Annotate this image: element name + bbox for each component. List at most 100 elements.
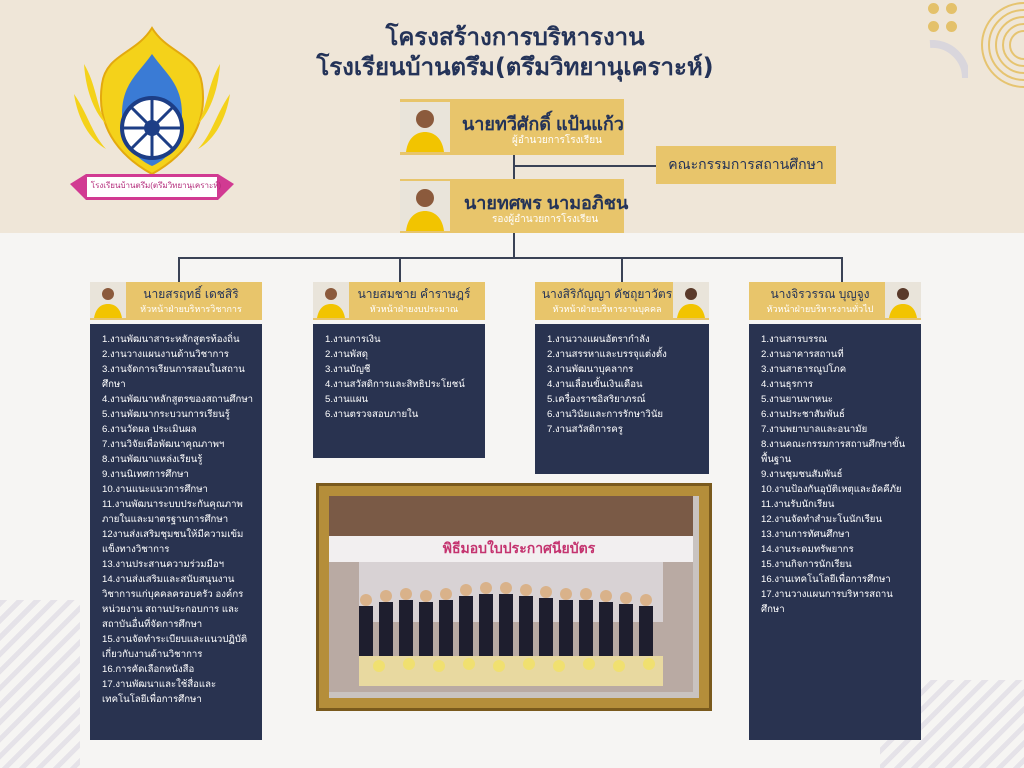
dept-budget-header: นายสมชาย คำราษฎร์ หัวหน้าฝ่ายงบประมาณ xyxy=(313,282,485,320)
person-avatar-icon xyxy=(313,282,349,318)
task-item: 7.งานวิจัยเพื่อพัฒนาคุณภาพฯ xyxy=(102,439,225,450)
deputy-role: รองผู้อำนวยการโรงเรียน xyxy=(492,214,599,225)
decor-arcs-gold xyxy=(981,2,1024,88)
task-item: 16.งานเทคโนโลยีเพื่อการศึกษา xyxy=(761,574,891,585)
dept-general-header: นางจิรวรรณ บุญจูง หัวหน้าฝ่ายบริหารงานทั… xyxy=(749,282,921,320)
task-item: 15.งานกิจการนักเรียน xyxy=(761,559,852,570)
task-item: 11.งานพัฒนาระบบประกันคุณภาพภายในและมาตรฐ… xyxy=(102,499,243,525)
dept-general-photo xyxy=(885,282,921,318)
task-item: 3.งานบัญชี xyxy=(325,364,371,375)
decor-arc-grey xyxy=(929,40,968,79)
title-line-1: โครงสร้างการบริหารงาน xyxy=(385,23,645,51)
dept-personnel-header: นางสิริกัญญา ดัชถุยาวัตร หัวหน้าฝ่ายบริห… xyxy=(535,282,709,320)
task-item: 1.งานพัฒนาสาระหลักสูตรท้องถิ่น xyxy=(102,334,240,345)
task-item: 2.งานวางแผนงานด้านวิชาการ xyxy=(102,349,229,360)
person-avatar-icon xyxy=(90,282,126,318)
graduation-photo-icon xyxy=(329,496,693,692)
task-item: 5.งานยานพาหนะ xyxy=(761,394,833,405)
task-item: 5.เครื่องราชอิสริยาภรณ์ xyxy=(547,394,646,405)
task-item: 3.งานสาธารณูปโภค xyxy=(761,364,847,375)
task-item: 12.งานจัดทำสำมะโนนักเรียน xyxy=(761,514,882,525)
task-item: 12งานส่งเสริมชุมชนให้มีความเข้มแข็งทางวิ… xyxy=(102,529,244,555)
task-item: 2.งานสรรหาและบรรจุแต่งตั้ง xyxy=(547,349,667,360)
decor-stripes-left xyxy=(0,600,80,768)
task-item: 8.งานพัฒนาแหล่งเรียนรู้ xyxy=(102,454,203,465)
person-avatar-icon xyxy=(400,102,450,152)
dept-general-tasks: 1.งานสารบรรณ 2.งานอาคารสถานที่ 3.งานสาธารณ… xyxy=(749,324,921,740)
task-item: 17.งานวางแผนการบริหารสถานศึกษา xyxy=(761,589,893,615)
committee-box: คณะกรรมการสถานศึกษา xyxy=(656,146,836,184)
task-item: 17.งานพัฒนาและใช้สื่อและเทคโนโลยีเพื่อกา… xyxy=(102,679,217,705)
deputy-box: นายทศพร นามอภิชน รองผู้อำนวยการโรงเรียน xyxy=(400,179,628,233)
task-item: 11.งานรับนักเรียน xyxy=(761,499,835,510)
dept-general-name: นางจิรวรรณ บุญจูง xyxy=(770,287,870,301)
dept-general-role: หัวหน้าฝ่ายบริหารงานทั่วไป xyxy=(766,304,874,314)
dept-personnel-photo xyxy=(673,282,709,318)
dept-academic-photo xyxy=(90,282,126,318)
school-logo xyxy=(70,26,234,200)
task-item: 5.งานพัฒนากระบวนการเรียนรู้ xyxy=(102,409,230,420)
task-item: 10.งานแนะแนวการศึกษา xyxy=(102,484,208,495)
task-item: 14.งานส่งเสริมและสนับสนุนงานวิชาการแก่บุ… xyxy=(102,574,244,630)
photo-banner: พิธีมอบใบประกาศนียบัตร xyxy=(442,540,596,556)
logo-ribbon xyxy=(70,174,234,200)
connector-director-deputy xyxy=(513,155,515,179)
deputy-name: นายทศพร นามอภิชน xyxy=(464,193,629,213)
task-item: 2.งานพัสดุ xyxy=(325,349,369,360)
task-item: 4.งานพัฒนาหลักสูตรของสถานศึกษา xyxy=(102,394,254,405)
person-avatar-icon xyxy=(885,282,921,318)
task-item: 1.งานสารบรรณ xyxy=(761,334,828,345)
task-item: 14.งานระดมทรัพยากร xyxy=(761,544,854,555)
dept-budget-role: หัวหน้าฝ่ายงบประมาณ xyxy=(369,304,459,314)
task-item: 3.งานพัฒนาบุคลากร xyxy=(547,364,634,375)
task-item: 1.งานวางแผนอัตรากำลัง xyxy=(547,334,650,345)
connector-dept-2 xyxy=(399,257,401,283)
task-item: 16.การคัดเลือกหนังสือ xyxy=(102,664,195,675)
dept-academic-name: นายสรฤทธิ์ เดชสิริ xyxy=(143,287,239,301)
dept-personnel-role: หัวหน้าฝ่ายบริหารงานบุคคล xyxy=(552,304,662,314)
person-avatar-icon xyxy=(673,282,709,318)
task-item: 15.งานจัดทำระเบียบและแนวปฏิบัติเกี่ยวกับ… xyxy=(102,634,248,660)
task-item: 10.งานป้องกันอุบัติเหตุและอัคคีภัย xyxy=(761,484,902,495)
dept-academic-role: หัวหน้าฝ่ายบริหารวิชาการ xyxy=(140,304,242,314)
connector-committee xyxy=(514,165,656,167)
connector-deputy-down xyxy=(513,232,515,258)
director-name: นายทวีศักดิ์ แป้นแก้ว xyxy=(462,114,624,134)
connector-horizontal xyxy=(178,257,842,259)
task-item: 9.งานชุมชนสัมพันธ์ xyxy=(761,469,843,480)
group-photo: พิธีมอบใบประกาศนียบัตร xyxy=(329,496,699,698)
task-item: 1.งานการเงิน xyxy=(325,334,381,345)
director-role: ผู้อำนวยการโรงเรียน xyxy=(512,135,602,146)
director-photo xyxy=(400,102,450,152)
connector-dept-3 xyxy=(621,257,623,283)
page-title: โครงสร้างการบริหารงาน โรงเรียนบ้านตรึม(ต… xyxy=(250,22,780,82)
dharma-wheel-icon xyxy=(120,96,184,160)
connector-dept-1 xyxy=(178,257,180,283)
task-item: 9.งานนิเทศการศึกษา xyxy=(102,469,189,480)
title-line-2: โรงเรียนบ้านตรึม(ตรึมวิทยานุเคราะห์) xyxy=(316,53,714,81)
group-photo-frame: พิธีมอบใบประกาศนียบัตร xyxy=(316,483,712,711)
task-item: 2.งานอาคารสถานที่ xyxy=(761,349,844,360)
task-item: 6.งานตรวจสอบภายใน xyxy=(325,409,419,420)
dept-personnel-name: นางสิริกัญญา ดัชถุยาวัตร xyxy=(541,287,673,301)
task-item: 7.งานสวัสดิการครู xyxy=(547,424,623,435)
task-item: 6.งานประชาสัมพันธ์ xyxy=(761,409,845,420)
task-item: 6.งานวินัยและการรักษาวินัย xyxy=(547,409,664,420)
connector-dept-4 xyxy=(841,257,843,283)
person-avatar-icon xyxy=(400,181,450,231)
director-box: นายทวีศักดิ์ แป้นแก้ว ผู้อำนวยการโรงเรีย… xyxy=(400,99,624,155)
task-item: 6.งานวัดผล ประเมินผล xyxy=(102,424,197,435)
dept-academic-header: นายสรฤทธิ์ เดชสิริ หัวหน้าฝ่ายบริหารวิชา… xyxy=(90,282,262,320)
task-item: 4.งานเลื่อนขั้นเงินเดือน xyxy=(547,379,643,390)
dept-budget-name: นายสมชาย คำราษฎร์ xyxy=(357,287,471,301)
task-item: 7.งานพยาบาลและอนามัย xyxy=(761,424,868,435)
task-item: 3.งานจัดการเรียนการสอนในสถานศึกษา xyxy=(102,364,245,390)
dept-academic-tasks: 1.งานพัฒนาสาระหลักสูตรท้องถิ่น 2.งานวางแผ… xyxy=(90,324,262,740)
task-item: 5.งานแผน xyxy=(325,394,368,405)
deputy-photo xyxy=(400,181,450,231)
dept-personnel-tasks: 1.งานวางแผนอัตรากำลัง 2.งานสรรหาและบรรจุแ… xyxy=(535,324,709,474)
logo-ribbon-text: โรงเรียนบ้านตรึม(ตรึมวิทยานุเคราะห์) xyxy=(90,181,222,190)
task-item: 13.งานประสานความร่วมมือฯ xyxy=(102,559,225,570)
task-item: 8.งานคณะกรรมการสถานศึกษาขั้นพื้นฐาน xyxy=(761,439,906,465)
